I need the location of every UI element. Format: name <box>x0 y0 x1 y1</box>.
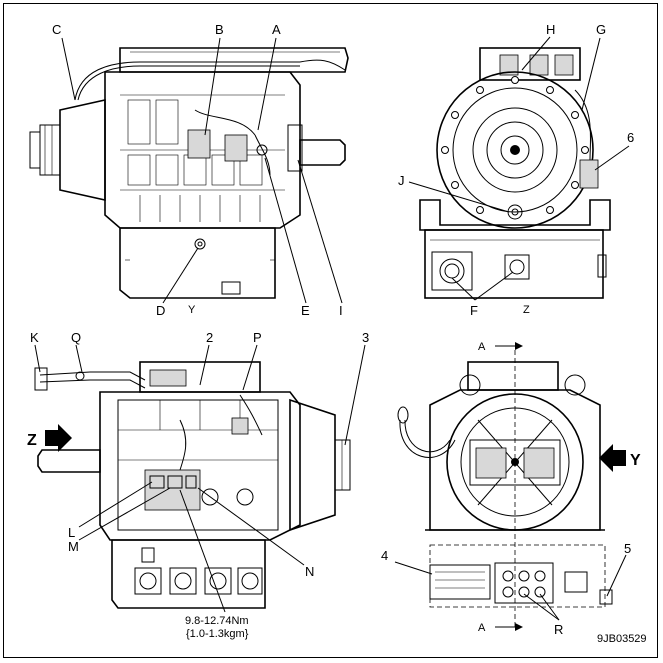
callout-H: H <box>546 22 555 37</box>
sheet-border <box>3 3 658 658</box>
callout-C: C <box>52 22 61 37</box>
view-label-y: Y <box>188 304 196 316</box>
section-markers <box>495 342 523 631</box>
callout-P: P <box>253 330 262 345</box>
section-label-bottom: A <box>478 622 486 634</box>
callout-D: D <box>156 303 165 318</box>
callout-R: R <box>554 622 563 637</box>
torque-spec-nm: 9.8-12.74Nm <box>185 615 249 627</box>
callout-3: 3 <box>362 330 369 345</box>
arrow-label-y: Y <box>630 452 641 469</box>
view-bottom-left <box>34 361 351 609</box>
section-label-top: A <box>478 341 486 353</box>
view-top-right <box>419 47 611 299</box>
figure-id: 9JB03529 <box>597 633 647 645</box>
callout-E: E <box>301 303 310 318</box>
callout-B: B <box>215 22 224 37</box>
callout-M: M <box>68 539 79 554</box>
callout-K: K <box>30 330 39 345</box>
arrow-label-z: Z <box>27 432 37 449</box>
view-bottom-right <box>397 350 613 628</box>
callout-A: A <box>272 22 281 37</box>
arrow-z-icon <box>45 424 72 452</box>
callout-2: 2 <box>206 330 213 345</box>
callout-5: 5 <box>624 541 631 556</box>
callout-N: N <box>305 564 314 579</box>
callout-4: 4 <box>381 548 388 563</box>
arrow-y-icon <box>599 444 626 472</box>
callout-J: J <box>398 173 405 188</box>
callout-labels: C B A D E I Y H G 6 J F Z K Q 2 P 3 L M … <box>27 22 647 645</box>
callout-G: G <box>596 22 606 37</box>
callout-Q: Q <box>71 330 81 345</box>
leader-lines <box>34 36 630 621</box>
torque-spec-kgm: {1.0-1.3kgm} <box>186 628 249 640</box>
callout-L: L <box>68 525 75 540</box>
view-top-left <box>29 47 349 299</box>
callout-F: F <box>470 303 478 318</box>
callout-I: I <box>339 303 343 318</box>
view-label-z: Z <box>523 304 530 316</box>
callout-6: 6 <box>627 130 634 145</box>
